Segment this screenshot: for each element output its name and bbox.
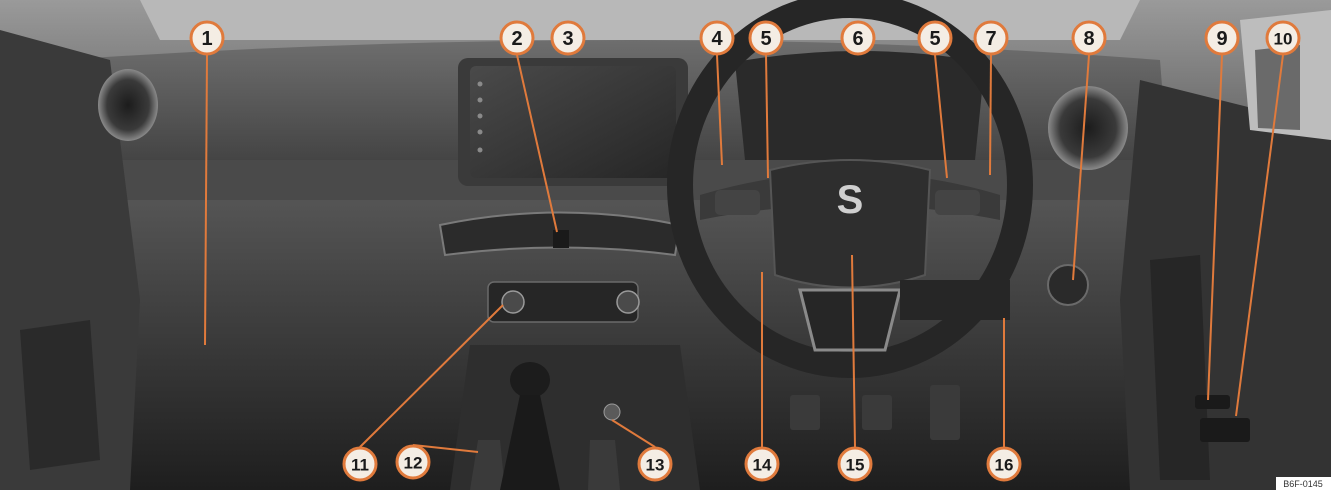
leader-line-12 xyxy=(412,444,479,453)
callout-4: 4 xyxy=(699,20,735,56)
light-switch xyxy=(1047,264,1089,306)
infotainment-screen xyxy=(470,66,676,178)
leader-lines xyxy=(204,54,1284,453)
callout-label: 8 xyxy=(1083,28,1094,50)
callout-circle xyxy=(189,20,225,56)
callout-label: 15 xyxy=(846,456,865,475)
callout-circle xyxy=(342,446,378,482)
hazard-switch xyxy=(553,230,569,248)
callout-label: 12 xyxy=(404,454,423,473)
callout-circle xyxy=(395,444,431,480)
callout-label: 11 xyxy=(351,456,369,475)
callout-circle xyxy=(1265,20,1301,56)
lower-dash-storage xyxy=(900,280,1010,320)
leader-line-4 xyxy=(716,54,723,166)
callout-label: 7 xyxy=(985,28,996,50)
start-stop-button xyxy=(603,403,621,421)
callout-14: 14 xyxy=(744,446,780,482)
callout-label: 5 xyxy=(760,28,771,50)
callout-15: 15 xyxy=(837,446,873,482)
leader-line-7 xyxy=(989,54,992,176)
callout-11: 11 xyxy=(342,446,378,482)
image-code-box xyxy=(1276,477,1331,490)
callout-5: 5 xyxy=(748,20,784,56)
callout-label: 9 xyxy=(1216,28,1227,50)
callout-label: 3 xyxy=(562,28,573,50)
right-air-vent xyxy=(1048,86,1128,170)
callout-13: 13 xyxy=(637,446,673,482)
right-mirror xyxy=(1255,45,1300,130)
steering-wheel-logo: S xyxy=(837,178,864,222)
callout-label: 16 xyxy=(995,456,1014,475)
callout-circle xyxy=(840,20,876,56)
callout-12: 12 xyxy=(395,444,431,480)
leader-line-10 xyxy=(1235,54,1284,417)
callout-circle xyxy=(637,446,673,482)
callout-2: 2 xyxy=(499,20,535,56)
console-left-buttons xyxy=(470,440,505,490)
leader-line-15 xyxy=(851,254,856,448)
callout-label: 13 xyxy=(646,456,665,475)
callout-label: 1 xyxy=(201,28,212,50)
callout-1: 1 xyxy=(189,20,225,56)
callout-8: 8 xyxy=(1071,20,1107,56)
callout-circle xyxy=(499,20,535,56)
steering-wheel-lower-spoke xyxy=(798,288,902,352)
callout-label: 6 xyxy=(852,28,863,50)
callout-circle xyxy=(1204,20,1240,56)
right-door-armrest xyxy=(1150,255,1210,480)
leader-line-5 xyxy=(934,54,948,179)
left-air-vent xyxy=(98,69,158,141)
leader-line-11 xyxy=(359,304,504,448)
leader-line-13 xyxy=(611,419,656,448)
callout-9: 9 xyxy=(1204,20,1240,56)
callout-label: 14 xyxy=(753,456,772,475)
callout-circle xyxy=(550,20,586,56)
callout-6: 6 xyxy=(840,20,876,56)
leader-line-8 xyxy=(1072,54,1090,281)
callout-5: 5 xyxy=(917,20,953,56)
steering-wheel-hub xyxy=(768,159,932,289)
leader-line-9 xyxy=(1207,54,1223,401)
gear-boot xyxy=(500,395,560,490)
callout-label: 5 xyxy=(929,28,940,50)
gear-knob xyxy=(510,362,550,398)
callout-circle xyxy=(917,20,953,56)
right-wheel-buttons xyxy=(935,190,980,215)
screen-side-buttons xyxy=(477,81,483,153)
callout-circle xyxy=(1071,20,1107,56)
callout-label: 4 xyxy=(711,28,723,50)
leader-line-2 xyxy=(516,54,558,233)
callout-7: 7 xyxy=(973,20,1009,56)
callout-circle xyxy=(744,446,780,482)
callout-circle xyxy=(837,446,873,482)
callout-circle xyxy=(748,20,784,56)
window-switch-panel xyxy=(1200,418,1250,442)
callout-circle xyxy=(986,446,1022,482)
callout-circle xyxy=(699,20,735,56)
pedals xyxy=(790,385,960,440)
image-code: B6F-0145 xyxy=(1283,479,1323,489)
leader-line-5 xyxy=(765,54,769,179)
callout-3: 3 xyxy=(550,20,586,56)
steering-wheel-rim xyxy=(667,0,1033,378)
callout-circle xyxy=(973,20,1009,56)
console-right-buttons xyxy=(588,440,620,490)
right-climate-knob xyxy=(616,290,640,314)
callout-16: 16 xyxy=(986,446,1022,482)
callout-label: 10 xyxy=(1274,30,1293,49)
leader-line-1 xyxy=(204,54,208,346)
callout-label: 2 xyxy=(511,28,522,50)
left-wheel-buttons xyxy=(715,190,760,215)
instrument-cluster xyxy=(735,51,985,160)
left-door-pocket xyxy=(20,320,100,470)
window-switch-front xyxy=(1195,395,1230,409)
callout-10: 10 xyxy=(1265,20,1301,56)
left-climate-knob xyxy=(501,290,525,314)
